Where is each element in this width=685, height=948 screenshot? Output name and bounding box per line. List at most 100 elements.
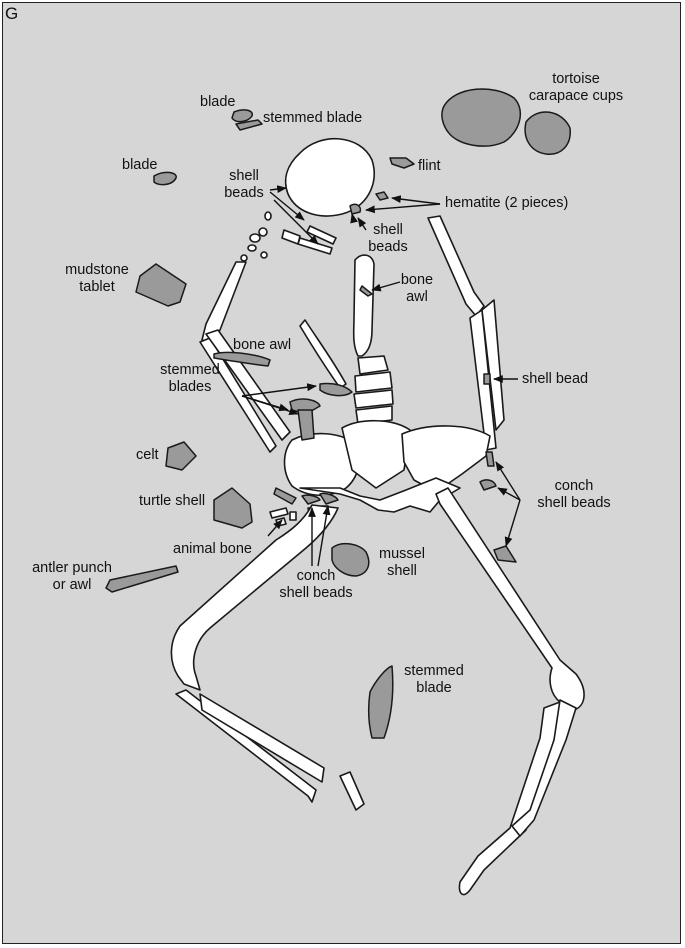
label-bone-awl-spine: bone awl [392,272,442,306]
label-line: conch [554,478,594,494]
label-shell-bead: shell bead [522,371,589,387]
label-line: blades [168,379,212,395]
label-turtle-shell: turtle shell [139,493,206,509]
label-line: tortoise [552,71,600,87]
label-line: shell [387,563,417,579]
right-tibia-2 [511,699,577,837]
label-celt: celt [136,447,159,463]
tooth [260,251,268,259]
label-line: awl [406,289,428,305]
right-humerus [427,215,485,317]
left-tibia [175,689,317,803]
spine-upper [352,254,375,357]
label-stemmed-blades: stemmed blades [140,362,240,396]
label-bone-awl-left: bone awl [233,337,292,353]
label-line: stemmed [404,663,464,679]
mussel-shell [331,542,370,577]
tooth [249,233,261,243]
right-tibia [458,701,561,896]
leader-lines [241,185,521,567]
label-conch-right: conch shell beads [524,478,624,512]
label-shell-beads-left: shell beads [204,168,284,202]
sacrum [341,419,411,489]
hematite [375,191,389,201]
antler-punch [105,565,179,593]
bone-awl-left [213,351,271,367]
label-animal-bone: animal bone [173,541,252,557]
label-mudstone-tablet: mudstone tablet [56,262,138,296]
conch-bead-center [319,492,339,505]
vertebra [354,371,393,393]
label-line: beads [224,185,264,201]
conch-bead-center [301,494,321,505]
left-humerus [201,261,247,343]
label-line: conch [296,568,336,584]
label-blade-left: blade [122,157,158,173]
mudstone-tablet [135,263,187,307]
right-radius [469,309,497,451]
label-mussel: mussel shell [370,546,434,580]
right-ulna [481,299,505,431]
bone-awl-spine [359,285,373,297]
conch-bead [493,545,517,563]
label-line: stemmed [160,362,220,378]
tortoise-carapace-cup [441,88,522,147]
rib [299,319,347,389]
tooth [258,227,268,237]
label-line: tablet [79,279,115,295]
left-foot-bone [339,771,365,811]
label-line: carapace cups [528,88,624,104]
conch-bead [485,451,495,467]
tooth [264,211,272,221]
vertebra [355,405,393,425]
jaw-fragment [281,229,301,245]
label-blade-top: blade [200,94,236,110]
label-tortoise: tortoise carapace cups [516,71,636,105]
tortoise-carapace-cup [524,111,571,155]
label-line: shell [229,168,259,184]
label-line: antler punch [32,560,112,576]
celt [165,441,197,471]
pelvis-left [283,432,361,497]
finger-bone [269,507,289,519]
animal-bone-grey [273,487,297,505]
vertebra [357,355,389,375]
hematite [349,203,362,215]
skull [284,138,376,217]
label-shell-beads-right: shell beads [358,222,418,256]
stemmed-blade-c [297,409,315,441]
label-line: shell beads [537,495,611,511]
blade-top [231,109,253,123]
stemmed-blade-a [319,382,353,397]
stemmed-blade-bottom [367,665,394,739]
tooth [240,254,248,262]
flint [389,157,415,169]
label-line: or awl [52,577,92,593]
label-stemmed-blade-top: stemmed blade [263,110,363,126]
label-conch-center: conch shell beads [264,568,368,602]
left-femur [170,504,339,691]
label-flint: flint [418,158,441,174]
finger-bone [289,511,297,521]
left-fibula [199,693,325,783]
tooth [247,244,257,252]
conch-bead [479,479,497,491]
jaw-fragment [297,237,333,255]
panel-letter: G [5,4,19,23]
label-line: beads [368,239,408,255]
label-hematite: hematite (2 pieces) [445,195,569,211]
label-line: shell beads [279,585,353,601]
label-antler: antler punch or awl [18,560,126,594]
blade-left [153,171,177,186]
label-line: bone [400,272,434,288]
label-line: blade [416,680,452,696]
stemmed-blade-top [235,119,263,131]
vertebra [353,389,394,409]
turtle-shell [213,487,253,529]
label-line: shell [373,222,403,238]
label-line: mussel [379,546,425,562]
shell-bead [483,373,491,385]
left-radius [199,337,277,453]
label-stemmed-blade-bottom: stemmed blade [392,663,476,697]
